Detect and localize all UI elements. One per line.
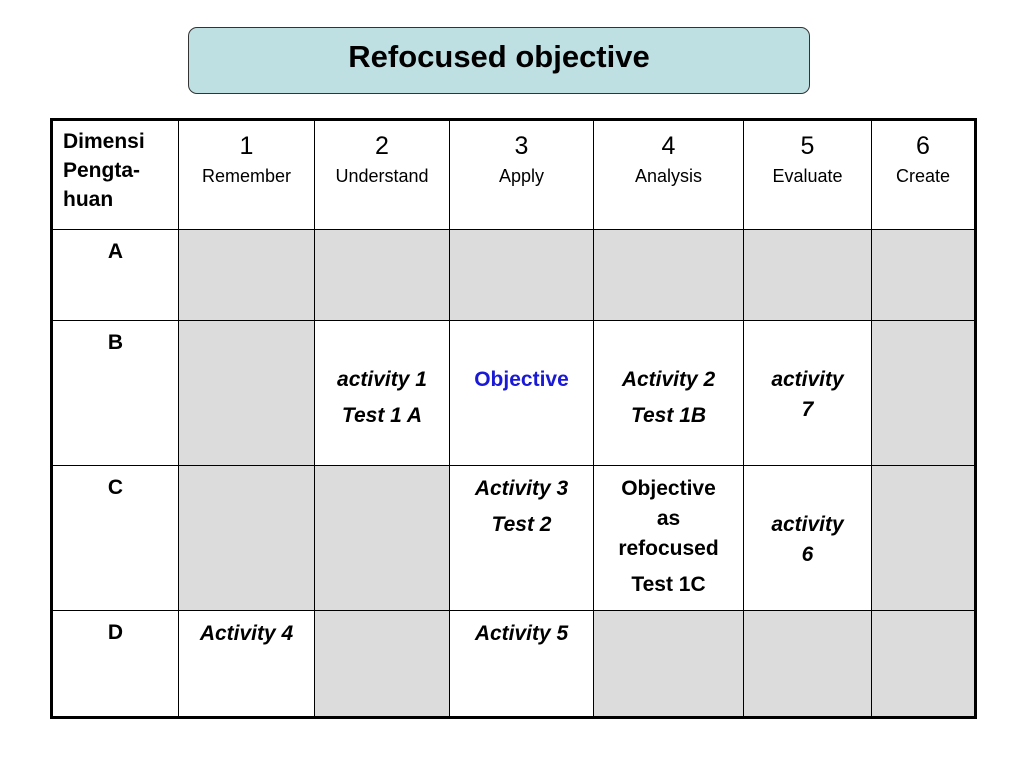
row-label: D [107, 621, 124, 644]
row-label-cell: D [51, 610, 179, 718]
cell-d-apply: Activity 5 [449, 610, 594, 718]
row-label: C [107, 476, 124, 499]
cell-line: refocused [618, 537, 719, 560]
level-number: 2 [375, 132, 389, 160]
cell-line: 7 [801, 398, 814, 421]
cell-line: Test 2 [491, 513, 552, 536]
cell-line: Activity 3 [474, 477, 569, 500]
cell-d-remember: Activity 4 [178, 610, 315, 718]
slide-title: Refocused objective [348, 38, 650, 74]
level-number: 1 [239, 132, 254, 160]
empty-cell [871, 320, 976, 466]
empty-cell [178, 229, 315, 321]
level-header-apply: 3 Apply [449, 119, 594, 230]
level-name: Evaluate [772, 166, 843, 186]
row-label-cell: C [51, 465, 179, 611]
taxonomy-table: Dimensi Pengta- huan 1 Remember 2 Unders… [50, 118, 977, 719]
level-number: 6 [916, 132, 930, 160]
row-c: C Activity 3 Test 2 Objective as refocus… [51, 465, 976, 611]
empty-cell [314, 229, 450, 321]
row-label-cell: B [51, 320, 179, 466]
corner-line-3: huan [63, 188, 114, 211]
row-label-cell: A [51, 229, 179, 321]
level-header-remember: 1 Remember [178, 119, 315, 230]
level-header-understand: 2 Understand [314, 119, 450, 230]
cell-b-apply: Objective [449, 320, 594, 466]
cell-line: activity 1 [337, 368, 427, 391]
cell-line: Activity 2 [621, 368, 716, 391]
level-name: Apply [498, 166, 545, 186]
empty-cell [314, 465, 450, 611]
level-number: 5 [800, 132, 815, 160]
title-box: Refocused objective [188, 27, 810, 94]
cell-b-understand: activity 1 Test 1 A [314, 320, 450, 466]
level-name: Create [895, 166, 951, 186]
corner-line-2: Pengta- [63, 159, 141, 182]
cell-line: Test 1C [631, 573, 706, 596]
cell-c-evaluate: activity 6 [743, 465, 872, 611]
row-b: B activity 1 Test 1 A Objective Activity… [51, 320, 976, 466]
cell-line: Activity 5 [474, 622, 569, 645]
empty-cell [314, 610, 450, 718]
cell-line: Test 1 A [341, 404, 423, 427]
empty-cell [743, 229, 872, 321]
cell-line: Test 1B [630, 404, 707, 427]
level-number: 3 [514, 132, 529, 160]
level-name: Understand [335, 166, 429, 186]
cell-line: Objective [621, 477, 716, 500]
row-d: D Activity 4 Activity 5 [51, 610, 976, 718]
level-number: 4 [661, 132, 676, 160]
empty-cell [743, 610, 872, 718]
cell-line: activity [771, 513, 844, 536]
empty-cell [871, 610, 976, 718]
header-row: Dimensi Pengta- huan 1 Remember 2 Unders… [51, 119, 976, 230]
cell-c-apply: Activity 3 Test 2 [449, 465, 594, 611]
cell-b-evaluate: activity 7 [743, 320, 872, 466]
cell-line: Activity 4 [199, 622, 294, 645]
cell-b-analysis: Activity 2 Test 1B [593, 320, 744, 466]
empty-cell [449, 229, 594, 321]
empty-cell [593, 610, 744, 718]
empty-cell [871, 229, 976, 321]
cell-c-analysis: Objective as refocused Test 1C [593, 465, 744, 611]
level-header-create: 6 Create [871, 119, 976, 230]
level-name: Remember [201, 166, 292, 186]
row-label: A [107, 240, 124, 263]
empty-cell [871, 465, 976, 611]
row-a: A [51, 229, 976, 321]
empty-cell [593, 229, 744, 321]
cell-line: 6 [801, 543, 814, 566]
cell-line: activity [771, 368, 844, 391]
level-header-analysis: 4 Analysis [593, 119, 744, 230]
level-header-evaluate: 5 Evaluate [743, 119, 872, 230]
corner-line-1: Dimensi [63, 130, 145, 153]
empty-cell [178, 465, 315, 611]
objective-text: Objective [474, 368, 569, 391]
corner-cell: Dimensi Pengta- huan [51, 119, 179, 230]
row-label: B [107, 331, 124, 354]
empty-cell [178, 320, 315, 466]
cell-line: as [656, 507, 681, 530]
level-name: Analysis [634, 166, 703, 186]
